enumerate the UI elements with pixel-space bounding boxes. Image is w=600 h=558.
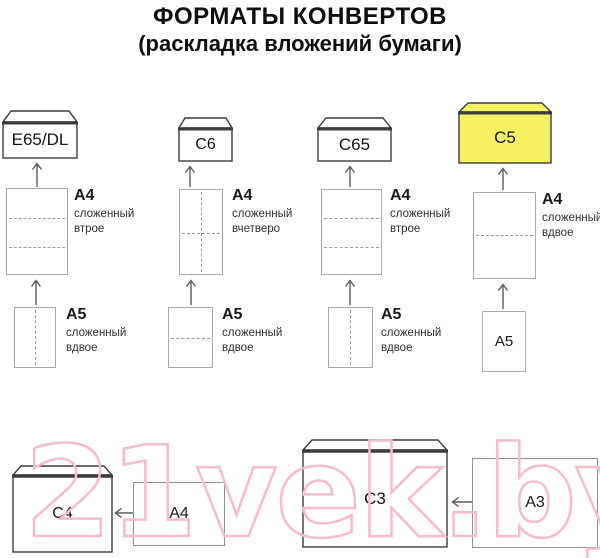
a4-fold-note: сложенный вдвое bbox=[542, 212, 600, 239]
a4-label-block: A4 сложенный втрое bbox=[74, 186, 146, 237]
a4-label-block: A4 сложенный вдвое bbox=[542, 190, 600, 241]
a5-size-label: A5 bbox=[381, 306, 402, 323]
a5-fold-note: сложенный вдвое bbox=[66, 327, 127, 354]
page-title: ФОРМАТЫ КОНВЕРТОВ bbox=[152, 3, 448, 30]
arrow-up-icon bbox=[497, 283, 509, 309]
fold-line bbox=[324, 247, 379, 248]
envelope-label: C6 bbox=[195, 135, 216, 153]
fold-line bbox=[350, 310, 351, 365]
a5-size-label: A5 bbox=[222, 306, 243, 323]
envelope-label: C65 bbox=[338, 134, 371, 154]
envelope-label: C4 bbox=[52, 504, 73, 522]
envelope-c65: C65 bbox=[317, 117, 392, 162]
arrow-up-icon bbox=[31, 162, 43, 187]
a5-sheet-folded-half bbox=[14, 307, 56, 368]
a5-label-block: A5 сложенный вдвое bbox=[66, 305, 138, 356]
arrow-up-icon bbox=[344, 165, 356, 187]
envelope-c4: C4 bbox=[12, 465, 113, 553]
envelope-label: C5 bbox=[494, 127, 516, 147]
arrow-up-icon bbox=[344, 279, 356, 305]
a4-size-label: A4 bbox=[390, 187, 411, 204]
envelope-e65dl: E65/DL bbox=[2, 110, 78, 159]
a5-size-label: A5 bbox=[494, 333, 514, 350]
a4-label-block: A4 сложенный втрое bbox=[390, 186, 462, 237]
a4-sheet-folded-half bbox=[473, 192, 536, 279]
envelope-label: C3 bbox=[364, 488, 386, 508]
fold-line bbox=[182, 233, 220, 234]
a4-fold-note: сложенный втрое bbox=[390, 208, 451, 235]
envelope-c5-highlighted: C5 bbox=[458, 102, 552, 164]
a4-sheet-folded-quarters bbox=[179, 189, 223, 275]
arrow-up-icon bbox=[185, 279, 197, 305]
a5-sheet-unfolded: A5 bbox=[482, 311, 526, 372]
arrow-up-icon bbox=[497, 167, 509, 190]
a5-label-block: A5 сложенный вдвое bbox=[222, 305, 294, 356]
envelope-c3: C3 bbox=[302, 439, 448, 548]
a5-fold-note: сложенный вдвое bbox=[381, 327, 442, 354]
arrow-left-icon bbox=[451, 496, 472, 508]
fold-line bbox=[201, 192, 202, 272]
a3-size-label: A3 bbox=[525, 494, 545, 511]
fold-line bbox=[476, 235, 533, 236]
arrow-left-icon bbox=[114, 507, 134, 519]
fold-line bbox=[9, 218, 65, 219]
a4-size-label: A4 bbox=[169, 505, 189, 522]
a4-sheet-folded-thirds bbox=[6, 188, 68, 275]
fold-line bbox=[171, 338, 210, 339]
fold-line bbox=[35, 310, 36, 365]
a5-sheet-folded-half bbox=[328, 307, 373, 368]
a4-label-block: A4 сложенный вчетверо bbox=[232, 186, 304, 237]
a4-fold-note: сложенный втрое bbox=[74, 208, 135, 235]
a5-size-label: A5 bbox=[66, 306, 87, 323]
a3-sheet-flat: A3 bbox=[472, 458, 598, 548]
a4-size-label: A4 bbox=[542, 191, 563, 208]
a4-size-label: A4 bbox=[232, 187, 253, 204]
fold-line bbox=[324, 218, 379, 219]
a5-label-block: A5 сложенный вдвое bbox=[381, 305, 453, 356]
a5-fold-note: сложенный вдвое bbox=[222, 327, 283, 354]
a4-fold-note: сложенный вчетверо bbox=[232, 208, 293, 235]
arrow-up-icon bbox=[184, 165, 196, 187]
a5-sheet-folded-half bbox=[168, 307, 213, 368]
envelope-c6: C6 bbox=[178, 117, 233, 162]
arrow-up-icon bbox=[30, 279, 42, 305]
fold-line bbox=[9, 247, 65, 248]
a4-size-label: A4 bbox=[74, 187, 95, 204]
a4-sheet-folded-thirds bbox=[321, 189, 382, 275]
envelope-label: E65/DL bbox=[11, 130, 69, 149]
page-subtitle: (раскладка вложений бумаги) bbox=[138, 31, 462, 56]
a4-sheet-flat: A4 bbox=[133, 482, 225, 546]
